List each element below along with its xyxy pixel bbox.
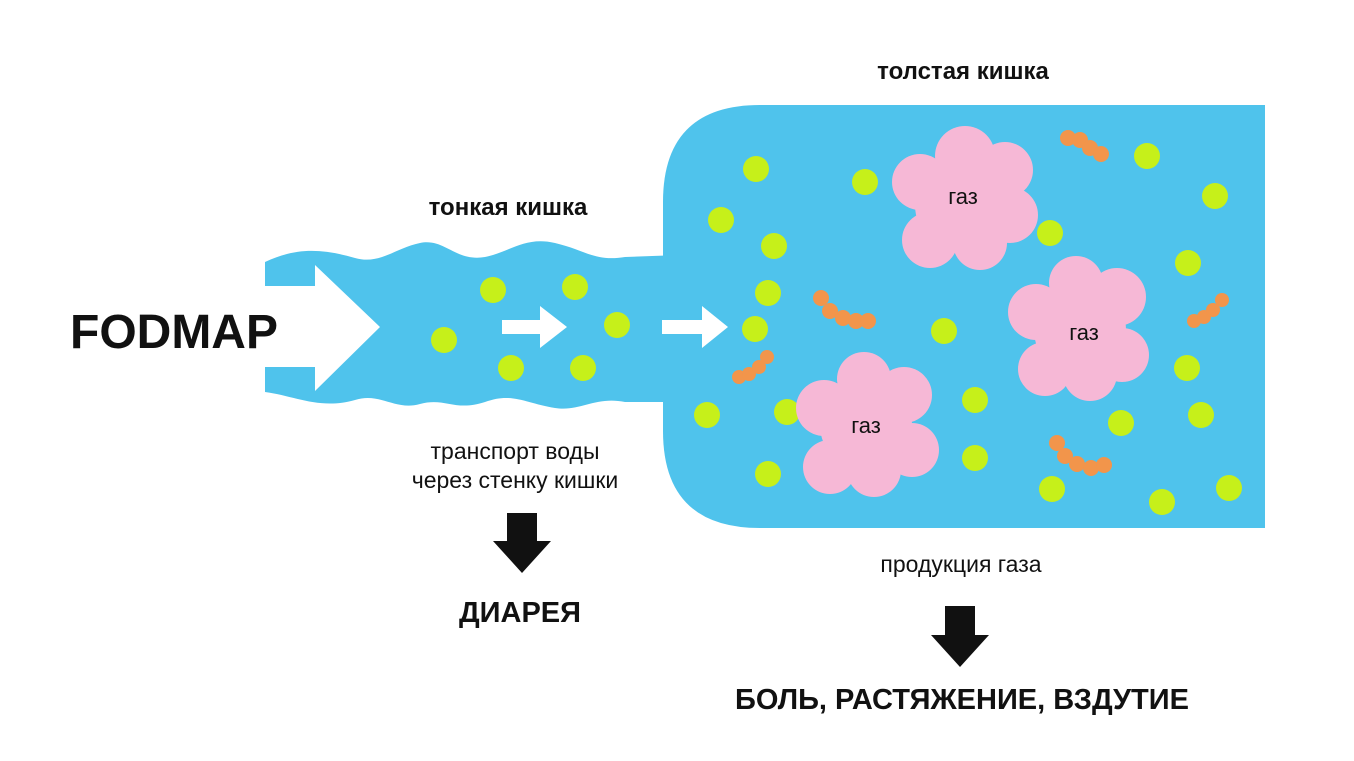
bacteria-icon bbox=[1049, 435, 1112, 476]
molecule-icon bbox=[1037, 220, 1063, 246]
molecule-icon bbox=[755, 280, 781, 306]
gas-label: газ bbox=[1069, 320, 1099, 345]
molecule-icon bbox=[1202, 183, 1228, 209]
molecule-icon bbox=[570, 355, 596, 381]
molecule-icon bbox=[562, 274, 588, 300]
molecule-icon bbox=[962, 387, 988, 413]
molecule-icon bbox=[708, 207, 734, 233]
molecule-icon bbox=[755, 461, 781, 487]
fodmap-molecules bbox=[431, 143, 1242, 515]
gas-production-label: продукция газа bbox=[880, 551, 1041, 577]
molecule-icon bbox=[742, 316, 768, 342]
bacteria-icon bbox=[732, 350, 774, 384]
bacteria-icon bbox=[1060, 130, 1109, 162]
molecule-icon bbox=[1108, 410, 1134, 436]
molecule-icon bbox=[604, 312, 630, 338]
fodmap-inflow-arrow bbox=[262, 265, 380, 391]
fodmap-label: FODMAP bbox=[70, 306, 278, 359]
molecule-icon bbox=[1149, 489, 1175, 515]
molecule-icon bbox=[1134, 143, 1160, 169]
flow-arrow-icon bbox=[502, 306, 567, 348]
molecule-icon bbox=[1216, 475, 1242, 501]
gas-cloud-icon bbox=[892, 126, 1038, 270]
molecule-icon bbox=[774, 399, 800, 425]
bacteria-icon bbox=[1187, 293, 1229, 328]
molecule-icon bbox=[931, 318, 957, 344]
gas-label: газ bbox=[851, 413, 881, 438]
water-transport-label-line2: через стенку кишки bbox=[412, 467, 619, 493]
water-transport-label-line1: транспорт воды bbox=[431, 438, 600, 464]
gas-cloud-icon bbox=[1008, 256, 1149, 401]
molecule-icon bbox=[694, 402, 720, 428]
symptoms-label: БОЛЬ, РАСТЯЖЕНИЕ, ВЗДУТИЕ bbox=[735, 684, 1189, 716]
molecule-icon bbox=[498, 355, 524, 381]
large-intestine-label: толстая кишка bbox=[877, 58, 1049, 85]
bacteria-icon bbox=[813, 290, 876, 329]
molecule-icon bbox=[480, 277, 506, 303]
down-arrow-icon bbox=[931, 606, 989, 667]
flow-arrow-icon bbox=[662, 306, 728, 348]
molecule-icon bbox=[431, 327, 457, 353]
molecule-icon bbox=[852, 169, 878, 195]
gas-label: газ bbox=[948, 184, 978, 209]
gas-cloud-icon bbox=[796, 352, 939, 497]
molecule-icon bbox=[1174, 355, 1200, 381]
diarrhea-label: ДИАРЕЯ bbox=[459, 597, 581, 629]
molecule-icon bbox=[1039, 476, 1065, 502]
small-intestine-label: тонкая кишка bbox=[429, 194, 588, 221]
molecule-icon bbox=[1175, 250, 1201, 276]
molecule-icon bbox=[962, 445, 988, 471]
molecule-icon bbox=[743, 156, 769, 182]
molecule-icon bbox=[761, 233, 787, 259]
molecule-icon bbox=[1188, 402, 1214, 428]
down-arrow-icon bbox=[493, 513, 551, 573]
